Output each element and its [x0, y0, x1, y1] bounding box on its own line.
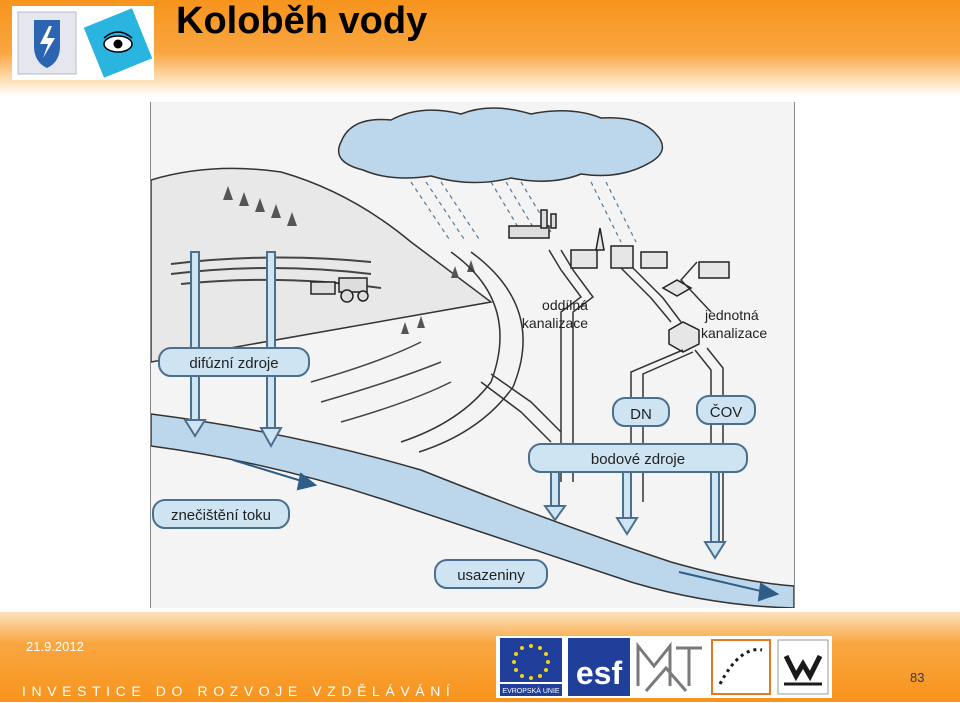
footer-motto: INVESTICE DO ROZVOJE VZDĚLÁVÁNÍ: [22, 683, 456, 699]
flow-arrow-upstream: [232, 459, 318, 491]
esf-logo-text: esf: [576, 655, 623, 691]
label-box-usazeniny: [434, 559, 548, 589]
university-logo: [12, 6, 154, 80]
label-difuzni: difúzní zdroje: [189, 355, 278, 372]
label-oddilna-2: kanalizace: [522, 315, 588, 331]
slide-title: Koloběh vody: [176, 0, 428, 42]
village-buildings: [570, 227, 730, 279]
label-box-znecisteni: [152, 499, 290, 529]
tank-box: [661, 279, 700, 353]
label-usazeniny: usazeniny: [457, 567, 525, 584]
diffuse-arrows: [183, 251, 283, 449]
label-oddilna-1: oddílná: [542, 297, 588, 313]
label-box-bodove: [528, 443, 748, 473]
label-znecisteni: znečištění toku: [171, 507, 271, 524]
page-number: 83: [910, 670, 925, 685]
water-cycle-diagram: difúzní zdroje DN ČOV bodové zdroje zneč…: [150, 102, 795, 609]
ujep-logo-icon: [777, 639, 829, 695]
label-box-cov: [696, 395, 756, 425]
point-source-arrows: [543, 469, 727, 560]
esf-logo-icon: [568, 638, 630, 696]
label-dn: DN: [630, 406, 652, 423]
trees: [223, 186, 475, 334]
tractor: [310, 277, 369, 303]
header-bar: [0, 0, 960, 96]
eu-logo-text: EVROPSKÁ UNIE: [502, 686, 560, 695]
label-box-difuzni: [158, 347, 310, 377]
op-logo-icon: [711, 639, 771, 695]
factory: [508, 209, 557, 239]
label-jednotna-1: jednotná: [704, 307, 759, 323]
flow-arrow-downstream: [678, 571, 780, 602]
rain-cloud: [337, 107, 664, 184]
label-box-dn: [612, 397, 670, 427]
slide-date: 21.9.2012: [26, 639, 84, 654]
funding-logos: EVROPSKÁ UNIE esf: [496, 636, 832, 698]
label-bodove: bodové zdroje: [591, 451, 685, 468]
msmt-logo-icon: [636, 641, 702, 692]
label-cov: ČOV: [710, 404, 743, 421]
label-jednotna-2: kanalizace: [701, 325, 767, 341]
